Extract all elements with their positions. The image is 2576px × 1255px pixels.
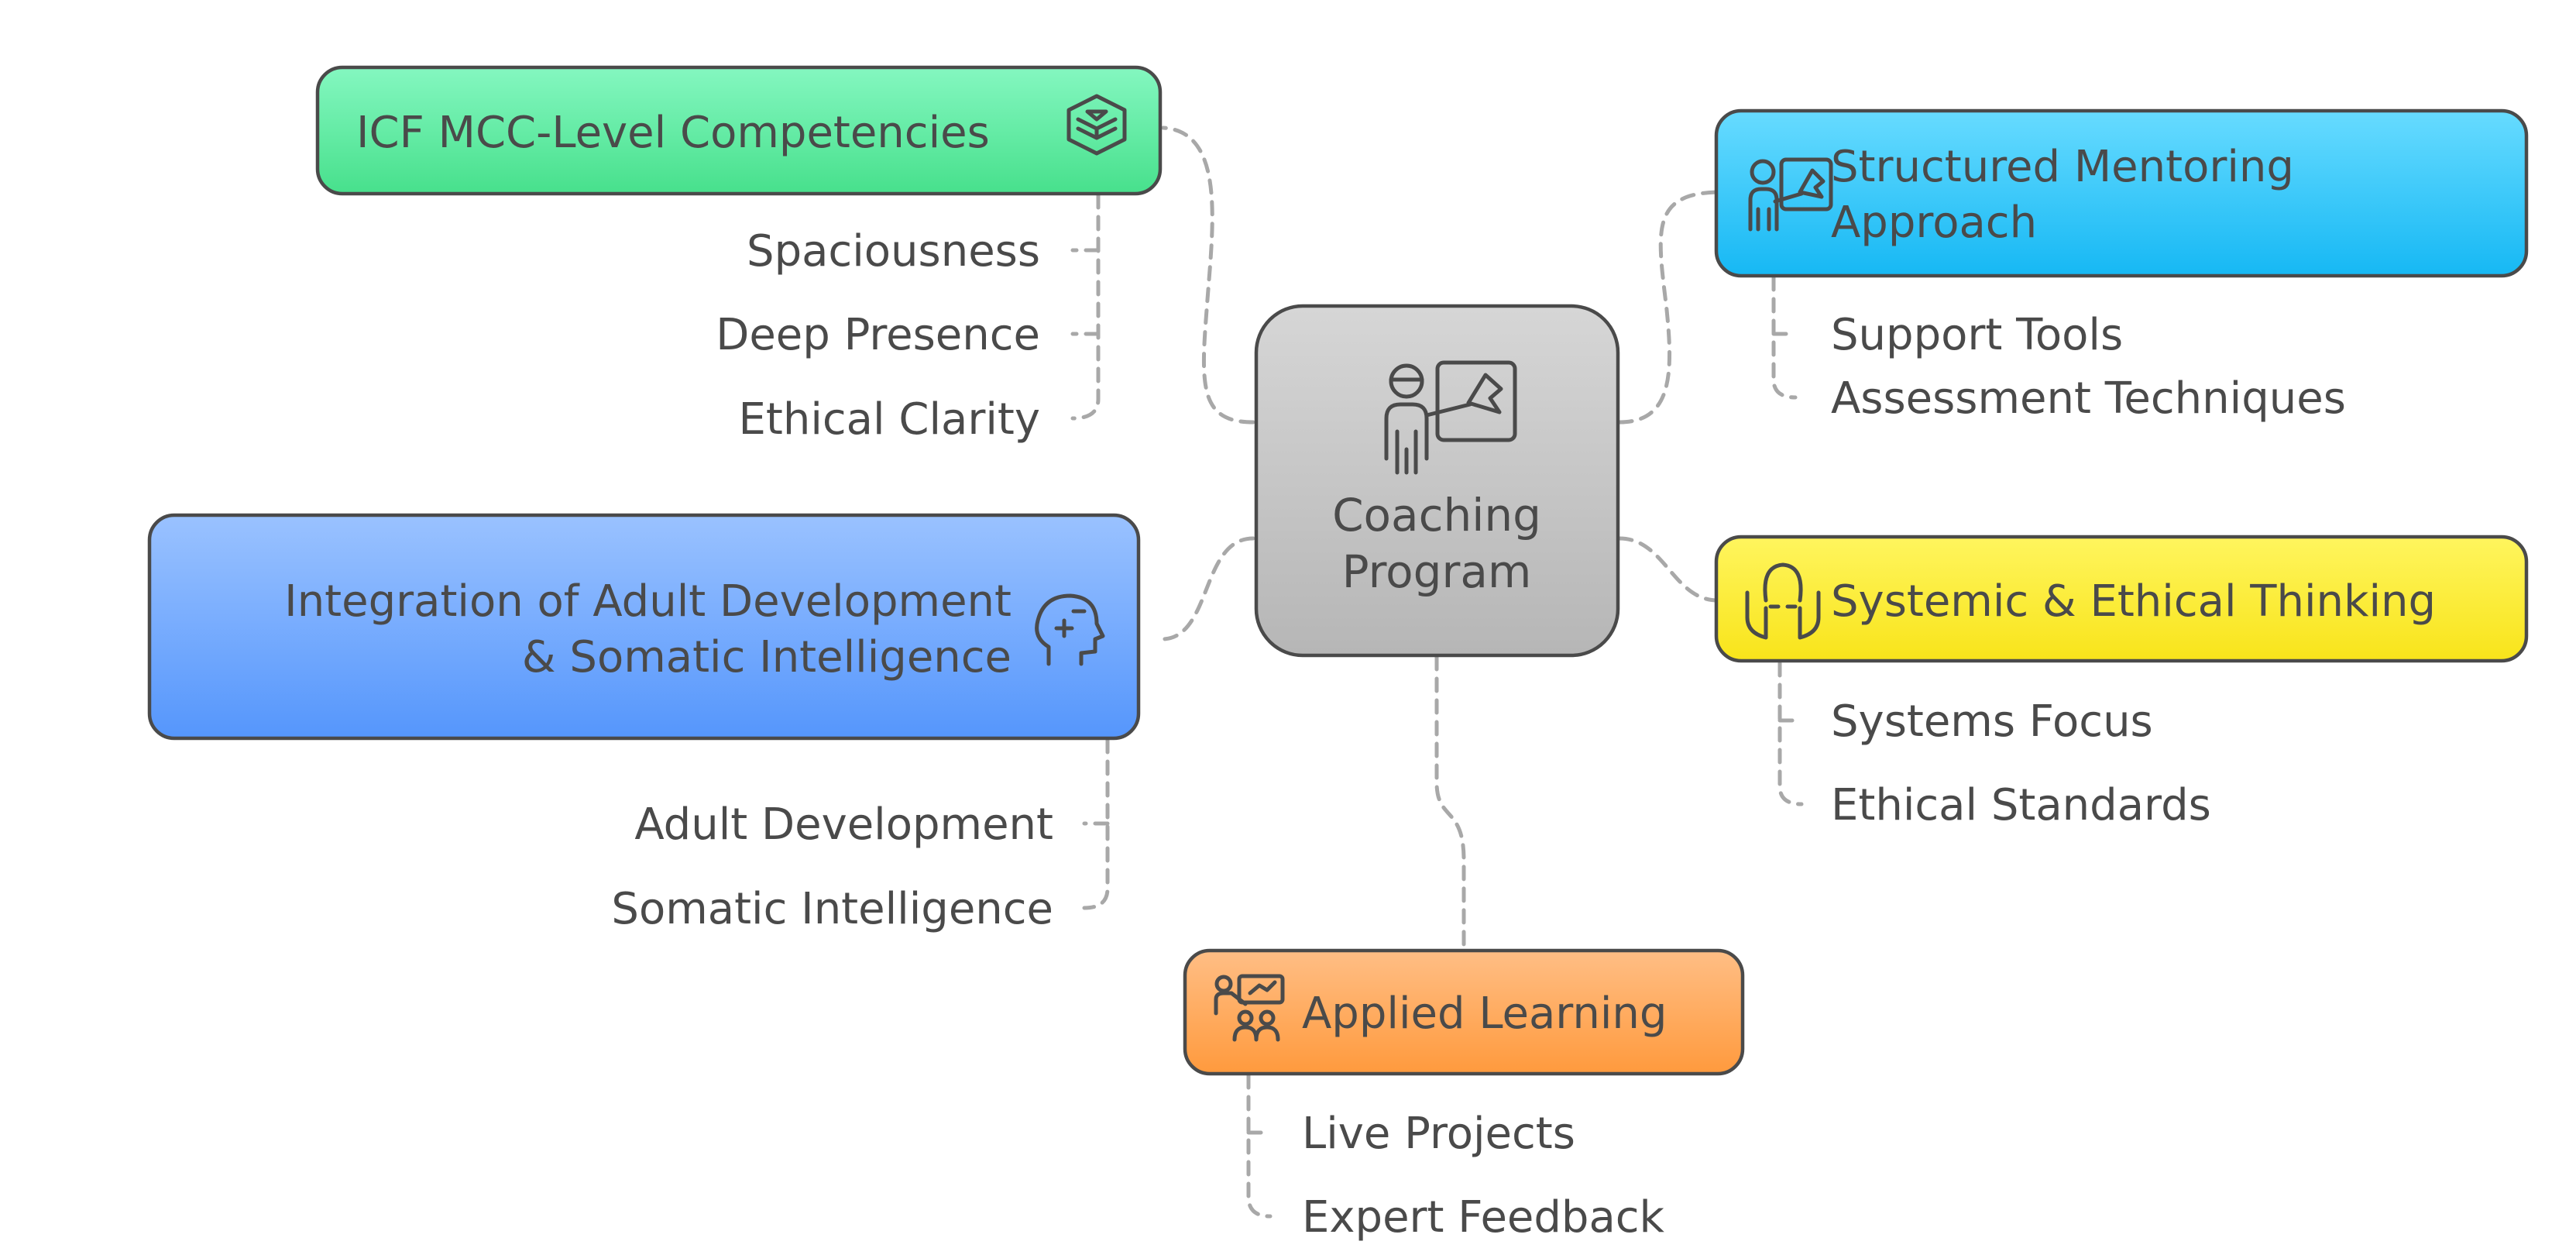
connector-adult-items bbox=[1082, 738, 1110, 910]
adult-item-somatic-intelligence: Somatic Intelligence bbox=[611, 884, 1053, 934]
head-in-hands-icon bbox=[1745, 562, 1821, 640]
branch-mentoring-title-line1: Structured Mentoring bbox=[1831, 142, 2294, 192]
branch-adult-title-line2: & Somatic Intelligence bbox=[522, 632, 1012, 683]
branch-systemic-title: Systemic & Ethical Thinking bbox=[1831, 576, 2436, 627]
icf-item-spaciousness: Spaciousness bbox=[747, 226, 1040, 277]
connector-systemic-items bbox=[1777, 661, 1804, 806]
connector-icf bbox=[1161, 126, 1255, 425]
teacher-presentation-icon bbox=[1384, 360, 1517, 475]
classroom-icon bbox=[1214, 974, 1285, 1042]
head-plus-minus-icon bbox=[1035, 593, 1105, 666]
branch-icf-title: ICF MCC-Level Competencies bbox=[356, 108, 990, 158]
branch-icf-competencies: ICF MCC-Level Competencies Spaciousness … bbox=[315, 65, 1163, 445]
branch-adult-title-line1: Integration of Adult Development bbox=[284, 576, 1012, 627]
adult-item-adult-development: Adult Development bbox=[634, 799, 1053, 850]
mentoring-item-assessment-techniques: Assessment Techniques bbox=[1831, 373, 2346, 424]
center-title-line2: Program bbox=[1342, 545, 1532, 598]
center-title-line1: Coaching bbox=[1332, 489, 1541, 542]
branch-systemic-ethical: Systemic & Ethical Thinking Systems Focu… bbox=[1714, 535, 2529, 830]
mentoring-item-support-tools: Support Tools bbox=[1831, 310, 2123, 360]
branch-applied-title: Applied Learning bbox=[1302, 989, 1667, 1039]
center-node: Coaching Program bbox=[1254, 304, 1620, 658]
connector-systemic bbox=[1617, 536, 1720, 603]
layered-cube-icon bbox=[1066, 94, 1127, 156]
connector-icf-items bbox=[1070, 193, 1101, 421]
branch-applied-learning: Applied Learning Live Projects Expert Fe… bbox=[1183, 948, 1745, 1243]
mentor-board-icon bbox=[1748, 157, 1833, 232]
applied-item-expert-feedback: Expert Feedback bbox=[1302, 1192, 1665, 1243]
icf-item-deep-presence: Deep Presence bbox=[716, 310, 1040, 360]
connector-applied bbox=[1434, 655, 1466, 951]
connector-applied-items bbox=[1246, 1073, 1273, 1219]
icf-item-ethical-clarity: Ethical Clarity bbox=[738, 394, 1040, 445]
connector-adult bbox=[1159, 536, 1255, 641]
branch-adult-development: Integration of Adult Development & Somat… bbox=[147, 513, 1141, 934]
systemic-item-systems-focus: Systems Focus bbox=[1831, 696, 2153, 747]
applied-item-live-projects: Live Projects bbox=[1302, 1109, 1575, 1159]
branch-structured-mentoring: Structured Mentoring Approach Support To… bbox=[1714, 108, 2529, 424]
systemic-item-ethical-standards: Ethical Standards bbox=[1831, 780, 2211, 830]
connector-mentoring-items bbox=[1771, 275, 1798, 400]
connector-mentoring bbox=[1617, 190, 1720, 425]
branch-mentoring-title-line2: Approach bbox=[1831, 198, 2037, 248]
